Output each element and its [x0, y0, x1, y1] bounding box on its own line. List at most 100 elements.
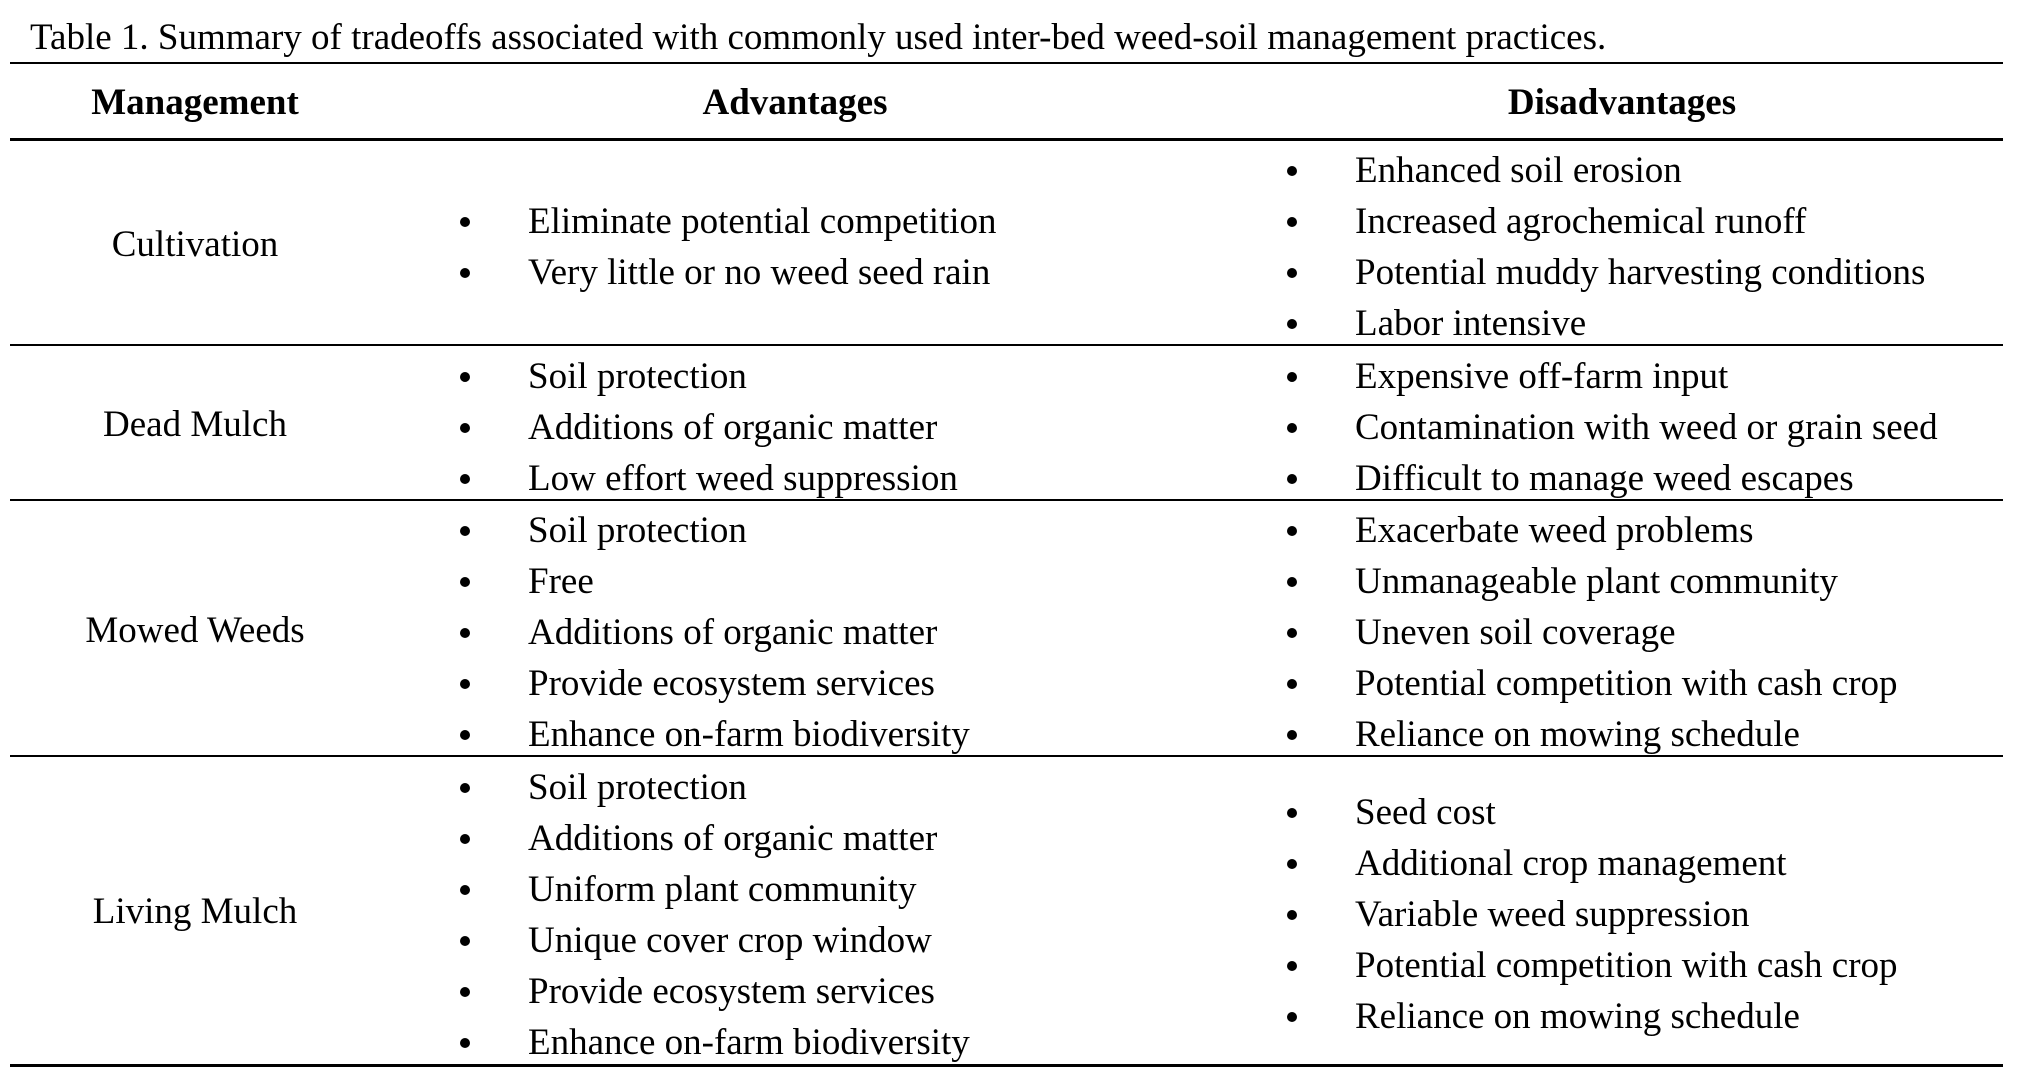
advantage-text: Free — [528, 561, 594, 602]
advantage-text: Enhance on-farm biodiversity — [528, 1022, 970, 1063]
list-item: Reliance on mowing schedule — [1287, 991, 1898, 1042]
disadvantages-list: Exacerbate weed problems Unmanageable pl… — [1287, 505, 1898, 760]
caption-rule — [10, 62, 2003, 64]
management-cell: Living Mulch — [92, 891, 298, 932]
bullet-icon — [1287, 577, 1297, 587]
bullet-icon — [460, 987, 470, 997]
advantage-text: Enhance on-farm biodiversity — [528, 714, 970, 755]
bullet-icon — [460, 885, 470, 895]
disadvantage-text: Variable weed suppression — [1355, 894, 1750, 935]
bullet-icon — [1287, 268, 1297, 278]
list-item: Very little or no weed seed rain — [460, 247, 997, 298]
bullet-icon — [1287, 730, 1297, 740]
bottom-rule — [10, 1064, 2003, 1067]
list-item: Uneven soil coverage — [1287, 607, 1898, 658]
list-item: Uniform plant community — [460, 864, 970, 915]
disadvantages-list: Enhanced soil erosion Increased agrochem… — [1287, 145, 1925, 349]
list-item: Increased agrochemical runoff — [1287, 196, 1925, 247]
list-item: Free — [460, 556, 970, 607]
bullet-icon — [460, 679, 470, 689]
list-item: Eliminate potential competition — [460, 196, 997, 247]
list-item: Unmanageable plant community — [1287, 556, 1898, 607]
disadvantages-list: Seed cost Additional crop management Var… — [1287, 787, 1898, 1042]
disadvantage-text: Exacerbate weed problems — [1355, 510, 1754, 551]
list-item: Unique cover crop window — [460, 915, 970, 966]
header-management: Management — [91, 82, 299, 123]
advantage-text: Soil protection — [528, 510, 747, 551]
list-item: Additions of organic matter — [460, 813, 970, 864]
list-item: Additions of organic matter — [460, 402, 958, 453]
bullet-icon — [460, 423, 470, 433]
advantage-text: Unique cover crop window — [528, 920, 932, 961]
list-item: Expensive off-farm input — [1287, 351, 1938, 402]
advantage-text: Additions of organic matter — [528, 612, 938, 653]
advantage-text: Additions of organic matter — [528, 407, 938, 448]
list-item: Labor intensive — [1287, 298, 1925, 349]
advantage-text: Uniform plant community — [528, 869, 917, 910]
list-item: Additions of organic matter — [460, 607, 970, 658]
bullet-icon — [1287, 166, 1297, 176]
bullet-icon — [460, 834, 470, 844]
disadvantage-text: Potential competition with cash crop — [1355, 945, 1898, 986]
bullet-icon — [460, 730, 470, 740]
list-item: Provide ecosystem services — [460, 966, 970, 1017]
advantage-text: Provide ecosystem services — [528, 663, 935, 704]
bullet-icon — [1287, 372, 1297, 382]
list-item: Enhance on-farm biodiversity — [460, 1017, 970, 1068]
disadvantage-text: Reliance on mowing schedule — [1355, 996, 1800, 1037]
disadvantages-list: Expensive off-farm input Contamination w… — [1287, 351, 1938, 504]
bullet-icon — [460, 217, 470, 227]
list-item: Exacerbate weed problems — [1287, 505, 1898, 556]
bullet-icon — [1287, 910, 1297, 920]
management-cell: Cultivation — [111, 224, 279, 265]
header-advantages: Advantages — [702, 82, 888, 123]
advantage-text: Provide ecosystem services — [528, 971, 935, 1012]
disadvantage-text: Unmanageable plant community — [1355, 561, 1838, 602]
bullet-icon — [460, 372, 470, 382]
list-item: Potential competition with cash crop — [1287, 658, 1898, 709]
list-item: Difficult to manage weed escapes — [1287, 453, 1938, 504]
list-item: Soil protection — [460, 351, 958, 402]
list-item: Soil protection — [460, 505, 970, 556]
bullet-icon — [460, 268, 470, 278]
list-item: Variable weed suppression — [1287, 889, 1898, 940]
disadvantage-text: Seed cost — [1355, 792, 1496, 833]
bullet-icon — [1287, 423, 1297, 433]
advantages-list: Eliminate potential competition Very lit… — [460, 196, 997, 298]
bullet-icon — [460, 628, 470, 638]
list-item: Potential competition with cash crop — [1287, 940, 1898, 991]
bullet-icon — [1287, 1012, 1297, 1022]
list-item: Seed cost — [1287, 787, 1898, 838]
disadvantage-text: Expensive off-farm input — [1355, 356, 1729, 397]
list-item: Provide ecosystem services — [460, 658, 970, 709]
disadvantage-text: Potential competition with cash crop — [1355, 663, 1898, 704]
management-cell: Mowed Weeds — [85, 610, 305, 651]
list-item: Potential muddy harvesting conditions — [1287, 247, 1925, 298]
disadvantage-text: Contamination with weed or grain seed — [1355, 407, 1938, 448]
disadvantage-text: Uneven soil coverage — [1355, 612, 1676, 653]
disadvantage-text: Potential muddy harvesting conditions — [1355, 252, 1926, 293]
row-divider — [10, 499, 2003, 501]
list-item: Low effort weed suppression — [460, 453, 958, 504]
advantages-list: Soil protection Additions of organic mat… — [460, 351, 958, 504]
list-item: Reliance on mowing schedule — [1287, 709, 1898, 760]
advantage-text: Very little or no weed seed rain — [528, 252, 991, 293]
bullet-icon — [1287, 859, 1297, 869]
advantage-text: Soil protection — [528, 767, 747, 808]
table-caption: Table 1. Summary of tradeoffs associated… — [30, 17, 1607, 58]
disadvantage-text: Difficult to manage weed escapes — [1355, 458, 1854, 499]
disadvantage-text: Labor intensive — [1355, 303, 1587, 344]
bullet-icon — [1287, 679, 1297, 689]
bullet-icon — [1287, 319, 1297, 329]
bullet-icon — [1287, 961, 1297, 971]
bullet-icon — [1287, 217, 1297, 227]
advantage-text: Low effort weed suppression — [528, 458, 958, 499]
list-item: Additional crop management — [1287, 838, 1898, 889]
advantages-list: Soil protection Additions of organic mat… — [460, 762, 970, 1068]
list-item: Enhanced soil erosion — [1287, 145, 1925, 196]
disadvantage-text: Additional crop management — [1355, 843, 1787, 884]
list-item: Contamination with weed or grain seed — [1287, 402, 1938, 453]
bullet-icon — [1287, 474, 1297, 484]
bullet-icon — [460, 526, 470, 536]
